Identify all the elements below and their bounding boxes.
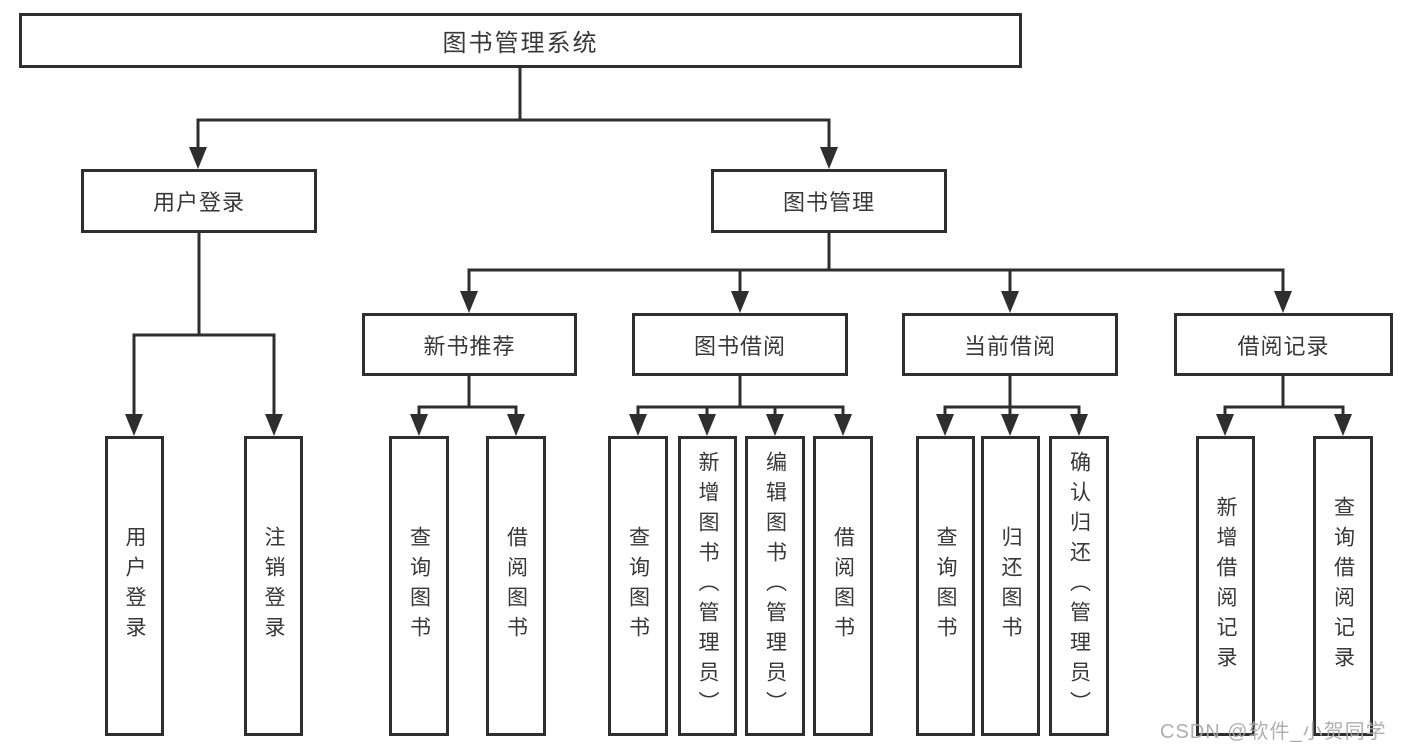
connector-current-borrow-branch: [943, 375, 1081, 416]
leaf-logout: 注销登录: [244, 436, 303, 736]
leaf-br-add-record: 新增借阅记录: [1196, 436, 1255, 736]
leaf-user-login: 用户登录: [105, 436, 164, 736]
leaf-br-query-record: 查询借阅记录: [1313, 436, 1373, 736]
node-user-login: 用户登录: [81, 169, 317, 233]
arrowheads: [125, 147, 1352, 436]
connector-book-mgmt-branch: [467, 233, 1285, 293]
arrowhead: [731, 291, 749, 313]
arrowhead: [1216, 414, 1234, 436]
node-root: 图书管理系统: [19, 13, 1022, 68]
arrowhead: [1334, 414, 1352, 436]
node-borrow-records: 借阅记录: [1174, 313, 1393, 376]
node-book-mgmt: 图书管理: [711, 169, 947, 233]
arrowhead: [1274, 291, 1292, 313]
leaf-nbr-query-books: 查询图书: [389, 436, 449, 736]
arrowhead: [1001, 291, 1019, 313]
connector-borrow-records-branch: [1223, 375, 1345, 416]
arrowhead: [766, 414, 784, 436]
leaf-bb-add-book-admin: 新增图书（管理员）: [678, 436, 737, 736]
connector-book-borrow-branch: [636, 375, 845, 416]
arrowhead: [265, 414, 283, 436]
arrowhead: [189, 147, 207, 169]
arrowhead: [1070, 414, 1088, 436]
node-book-borrow: 图书借阅: [632, 313, 848, 376]
leaf-nbr-borrow-books: 借阅图书: [486, 436, 546, 736]
leaf-bb-borrow-books: 借阅图书: [813, 436, 873, 736]
connector-new-book-rec-branch: [417, 375, 518, 416]
arrowhead: [125, 414, 143, 436]
arrowhead: [698, 414, 716, 436]
connector-root-to-level2: [196, 68, 831, 149]
leaf-bb-query-books: 查询图书: [608, 436, 668, 736]
node-new-book-rec: 新书推荐: [362, 313, 577, 376]
node-current-borrow: 当前借阅: [902, 313, 1118, 376]
arrowhead: [460, 291, 478, 313]
arrowhead: [1001, 414, 1019, 436]
arrowhead: [507, 414, 525, 436]
leaf-cb-query-books: 查询图书: [916, 436, 975, 736]
watermark: CSDN @软件_小贺同学: [1160, 721, 1387, 743]
leaf-cb-return-books: 归还图书: [981, 436, 1040, 736]
arrowhead: [629, 414, 647, 436]
leaf-bb-edit-book-admin: 编辑图书（管理员）: [745, 436, 805, 736]
arrowhead: [820, 147, 838, 169]
connector-user-login-branch: [132, 233, 276, 417]
leaf-cb-confirm-return-admin: 确认归还（管理员）: [1049, 436, 1109, 736]
arrowhead: [936, 414, 954, 436]
arrowhead: [834, 414, 852, 436]
arrowhead: [410, 414, 428, 436]
